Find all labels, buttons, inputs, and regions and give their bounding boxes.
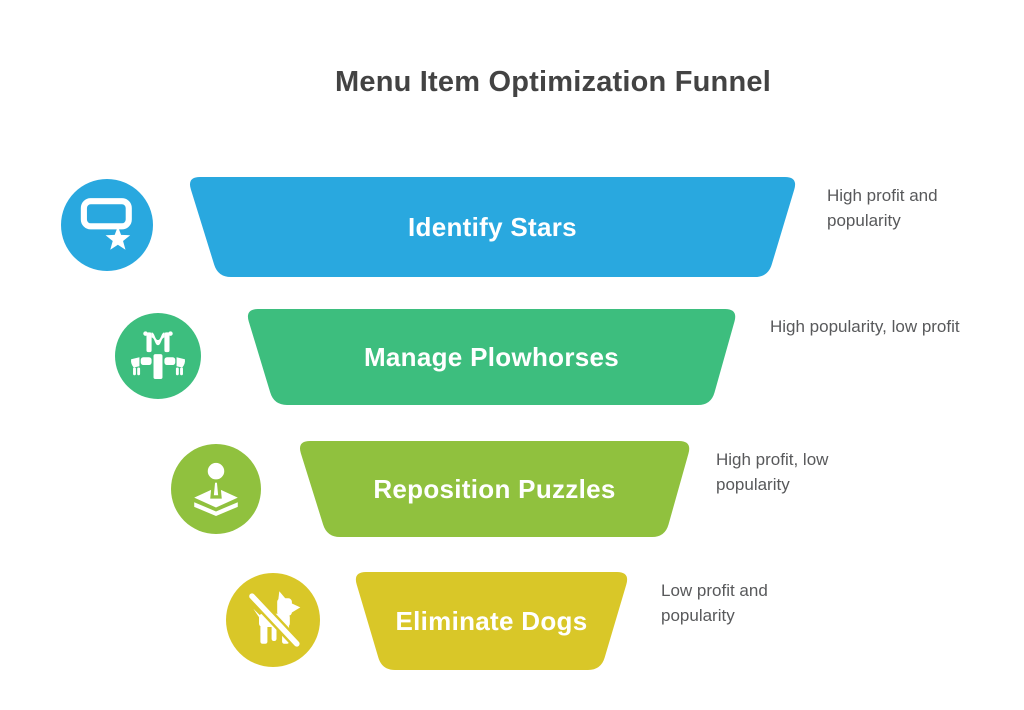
card-shape (80, 198, 132, 230)
no-dog-icon (248, 591, 301, 648)
band-label-eliminate-dogs: Eliminate Dogs (395, 606, 588, 636)
star-shape (105, 226, 131, 250)
band-label-identify-stars: Identify Stars (408, 212, 577, 242)
star-badge-icon (80, 198, 132, 250)
plowhorse-icon (131, 331, 185, 380)
slash-icon (249, 593, 300, 647)
stage-caption: Low profit and popularity (661, 581, 768, 625)
band-label-reposition-puzzles: Reposition Puzzles (373, 474, 616, 504)
plow-handle-left (146, 332, 152, 353)
layer-bottom (194, 502, 238, 517)
band-label-manage-plowhorses: Manage Plowhorses (363, 342, 620, 372)
plow-handle-right (164, 332, 170, 353)
funnel-band-2 (247, 309, 736, 405)
map-pin-layers-icon (194, 459, 238, 517)
plow-arm-right (164, 357, 176, 365)
funnel-band-3 (299, 441, 690, 537)
stage-caption: High profit and popularity (827, 186, 938, 230)
funnel-band-4 (355, 572, 628, 670)
stage-caption: High profit, low popularity (716, 450, 829, 494)
stage-icon-circle-eliminate-dogs (226, 573, 320, 667)
plow-arm-left (140, 357, 152, 365)
hoof-left (131, 357, 140, 368)
hoof-right (176, 357, 185, 368)
plow-body (153, 354, 163, 380)
funnel-band-1 (189, 177, 796, 277)
stage-icon-circle-manage-plowhorses (115, 313, 201, 399)
stage-icon-circle-reposition-puzzles (171, 444, 261, 534)
page-title: Menu Item Optimization Funnel (335, 66, 771, 98)
stage-caption: High popularity, low profit (770, 317, 960, 336)
pin-shape (204, 459, 228, 499)
plow-saddle (151, 332, 165, 346)
stage-icon-circle-identify-stars (61, 179, 153, 271)
